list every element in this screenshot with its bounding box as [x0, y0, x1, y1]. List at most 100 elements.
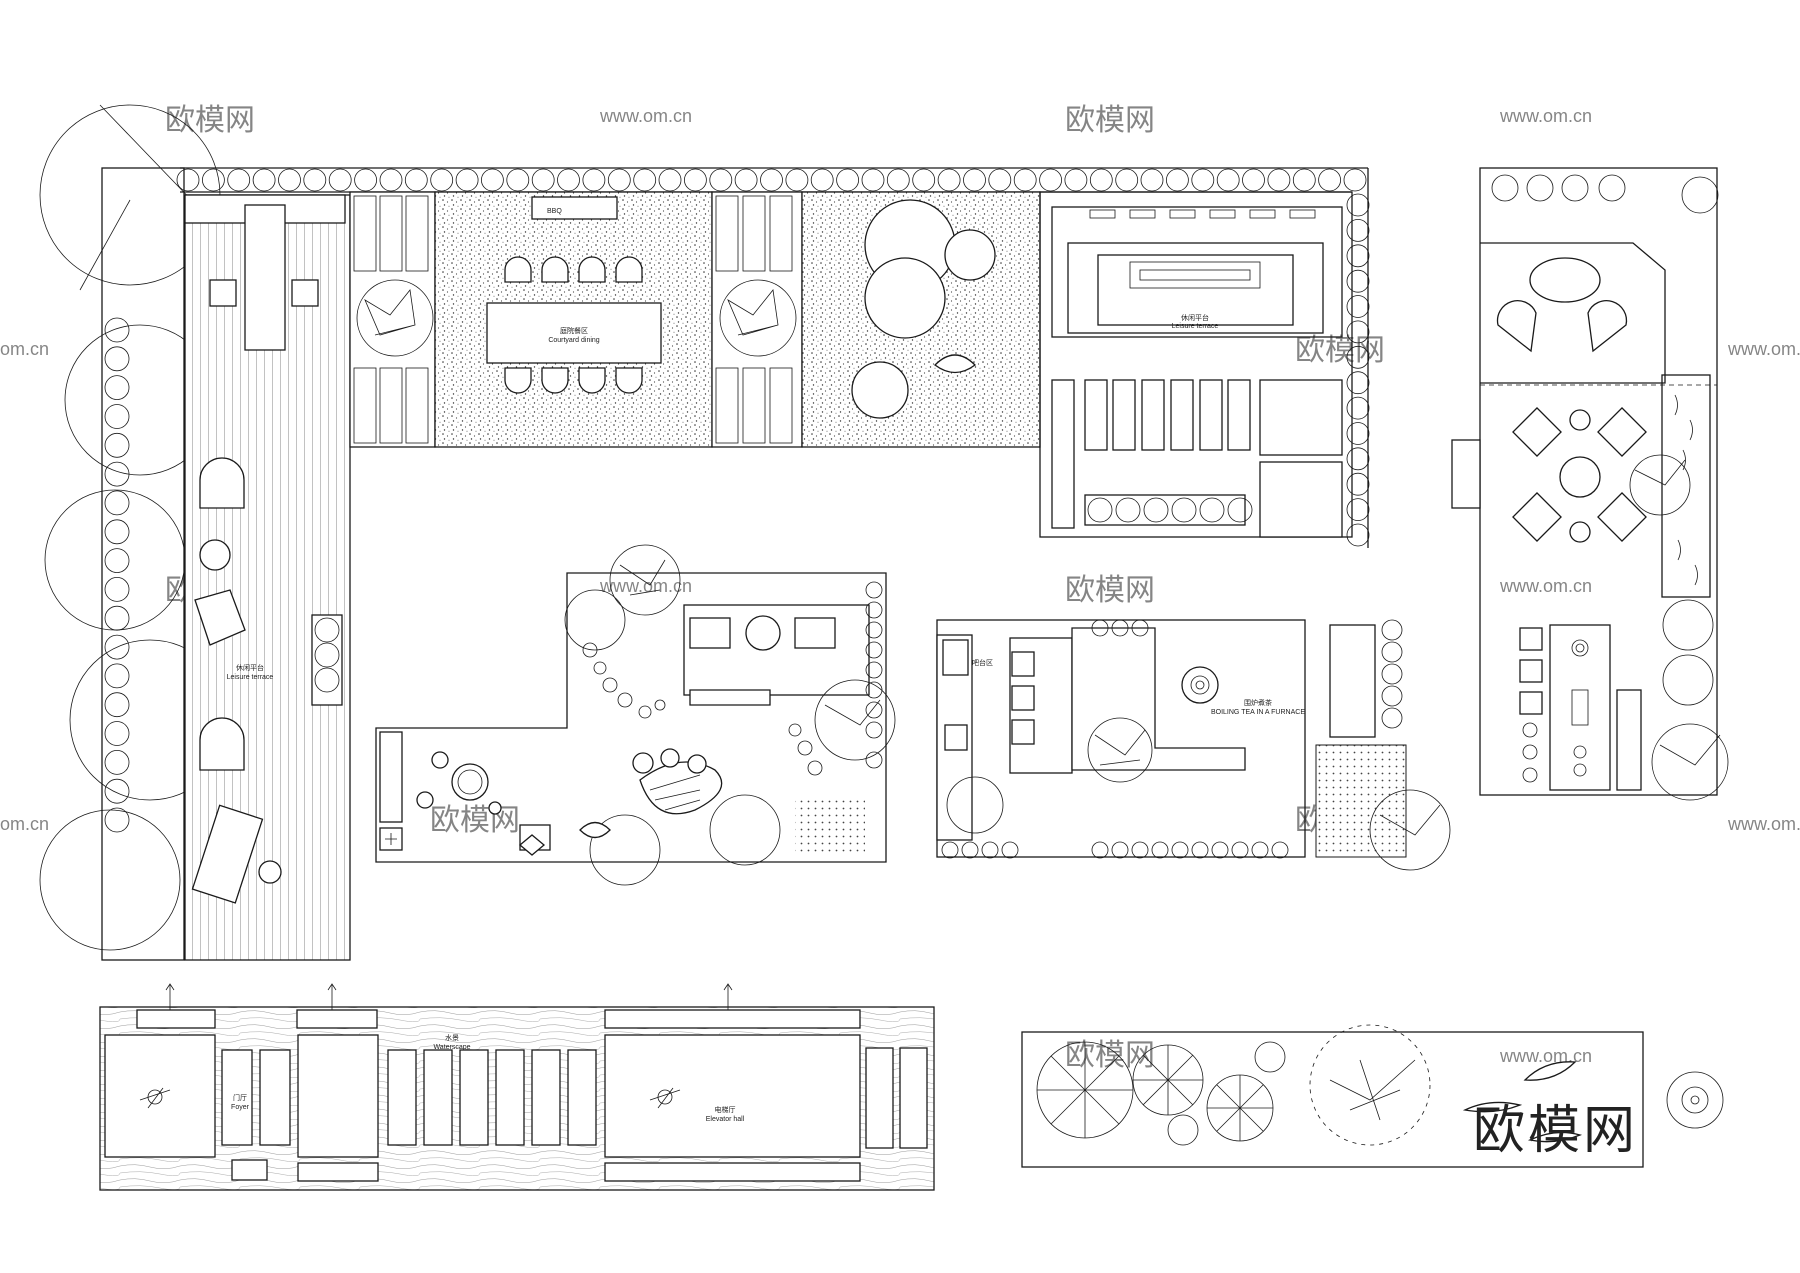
hedge-shrub: [963, 168, 986, 192]
planter-box: [1084, 494, 1246, 526]
hedge-shrub: [557, 168, 580, 192]
lounge-chair: [1496, 300, 1537, 353]
hedge-shrub: [104, 807, 130, 833]
hedge-shrub: [506, 168, 530, 192]
hedge-shrub: [104, 346, 130, 372]
hedge-shrub: [104, 548, 130, 573]
hedge-shrub: [404, 168, 428, 192]
lounge-table: [244, 204, 286, 351]
tree-wheel: [1132, 1044, 1204, 1116]
hedge-shrub: [201, 168, 225, 192]
hedge-shrub: [886, 168, 910, 192]
hedge-shrub: [252, 168, 276, 192]
rock-garden-plan: [375, 544, 896, 886]
hedge-shrub: [1346, 218, 1370, 242]
hedge-shrub: [861, 168, 885, 192]
shrub-symbol: [719, 279, 797, 357]
paved-area: [1480, 242, 1666, 384]
hedge-shrub: [1064, 168, 1088, 192]
dining-chairs: [504, 256, 643, 394]
armchair: [689, 617, 731, 649]
coffee-table: [1129, 261, 1261, 289]
stepping-stone: [660, 748, 680, 768]
koi: [1674, 394, 1698, 586]
hedge-shrub: [658, 168, 682, 192]
leafy-tree: [1309, 1024, 1431, 1146]
hedge-shrub: [1115, 168, 1139, 192]
foyer-en: Foyer: [231, 1104, 250, 1111]
kitchen-counter: [1549, 624, 1611, 791]
hedge-shrub: [1140, 168, 1164, 192]
stepping-stone: [687, 754, 707, 774]
stepping-stones-middle: [711, 191, 803, 448]
stone: [1527, 1131, 1583, 1143]
feature-stone: [639, 761, 723, 815]
hedge-shrub: [104, 490, 130, 516]
bar-shelf: [942, 639, 969, 676]
watermark-url: www.om.cn: [1727, 339, 1800, 359]
hedge-shrub: [810, 168, 834, 192]
hedge-shrub: [176, 168, 200, 192]
planting-strip: [101, 167, 185, 961]
hedge-shrub: [104, 605, 130, 631]
stool: [1519, 659, 1543, 683]
person-figure: [139, 1087, 171, 1109]
leisure-terrace-right: [1039, 191, 1353, 538]
prep-table: [1616, 689, 1642, 791]
planter-shrubs: [314, 617, 340, 693]
elevator-hall: [604, 1034, 861, 1158]
hedge-shrub: [1191, 168, 1215, 192]
door-well: [297, 1034, 379, 1158]
hedge-shrub: [1267, 168, 1291, 192]
door-panel: [604, 1009, 861, 1029]
lounge-chair: [194, 589, 246, 646]
hedge-shrub: [912, 168, 936, 192]
boiling-tea-en: BOILING TEA IN A FURNACE: [1211, 709, 1305, 716]
hedge-row: [1381, 619, 1403, 729]
armchair: [794, 617, 836, 649]
hedge-shrub: [104, 404, 130, 429]
waterscape-en: Waterscape: [433, 1044, 470, 1051]
bar-area-label: 吧台区: [972, 658, 993, 667]
hedge-shrub: [1346, 244, 1370, 268]
hedge-row-top: [176, 168, 1367, 192]
watermark-url: www.om.cn: [599, 106, 692, 126]
ground-cover: [795, 800, 865, 855]
hedge-shrub: [531, 168, 555, 192]
hedge-shrub: [836, 168, 859, 192]
side-bench: [1329, 624, 1376, 738]
planting-bed-outline: [1021, 1031, 1644, 1168]
tree-symbols: [1629, 454, 1729, 801]
stone-texture: [649, 774, 701, 811]
bbq-grill: [531, 196, 618, 220]
tree-symbols: [946, 717, 1451, 871]
hedge-shrub: [104, 432, 130, 458]
stepping-stone: [632, 752, 654, 774]
door-panel: [136, 1009, 216, 1029]
hedge-shrub: [582, 168, 606, 192]
hedge-shrub: [988, 168, 1012, 192]
hedge-row-top: [1491, 174, 1719, 214]
watermark-cn: 欧模网: [1065, 104, 1155, 137]
hedge-shrub: [1346, 371, 1370, 395]
watermark-cn: 欧模网: [430, 804, 520, 837]
boiling-tea-cn: 围炉煮茶: [1244, 698, 1272, 707]
leisure-terrace-top-cn: 休闲平台: [1181, 313, 1209, 322]
seat-cushions: [1097, 254, 1294, 326]
tree-wheel: [1036, 1041, 1134, 1139]
tree-wheel: [1167, 1041, 1286, 1146]
planter-shrubs: [1087, 497, 1253, 523]
hedge-shrub: [1346, 320, 1370, 344]
bar-stools: [1011, 651, 1035, 745]
hedge-shrub: [1346, 523, 1370, 547]
watermark-url: om.cn: [0, 339, 49, 359]
hedge-shrub: [1013, 168, 1037, 192]
hedge-shrub: [1242, 168, 1265, 192]
watermark-url: om.cn: [0, 814, 49, 834]
hedge-shrub: [104, 634, 130, 660]
oval-table: [1529, 257, 1601, 303]
hedge-shrub: [1346, 396, 1370, 420]
waterscape-cn: 水景: [445, 1033, 459, 1042]
sofa-surround: [1051, 206, 1343, 338]
